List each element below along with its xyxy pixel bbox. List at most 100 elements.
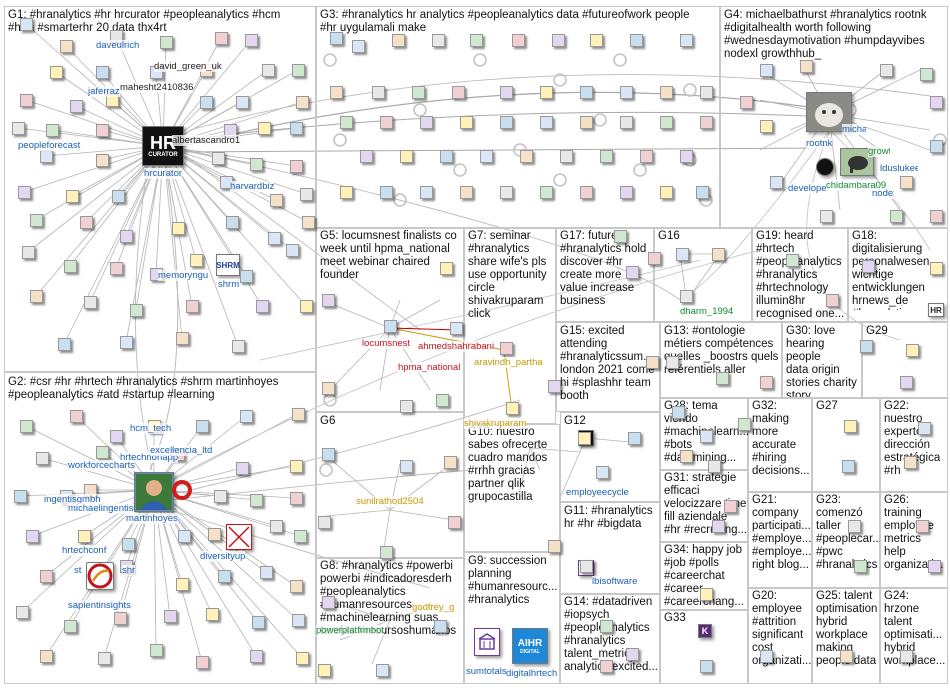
edge — [189, 74, 931, 131]
node-marker — [218, 570, 231, 583]
node-marker — [58, 338, 71, 351]
edge — [162, 145, 239, 347]
label-employeecycle: employeecycle — [566, 487, 629, 498]
node-marker — [500, 186, 513, 199]
developer-badge-icon — [816, 158, 834, 176]
self-loop — [683, 83, 697, 97]
node-marker — [270, 520, 283, 533]
person-photo-icon — [136, 474, 172, 510]
group-title-g15: G15: excited attending #hranalyticssum..… — [560, 325, 655, 402]
node-marker — [460, 186, 473, 199]
node-marker — [96, 66, 109, 79]
label-ahmedshahrabani: ahmedshahrabani — [418, 341, 495, 352]
edge — [162, 145, 307, 195]
node-marker — [250, 158, 263, 171]
node-marker — [330, 86, 343, 99]
node-marker — [120, 336, 133, 349]
node-marker — [930, 262, 943, 275]
node-marker — [208, 528, 221, 541]
node-marker — [30, 290, 43, 303]
node-marker — [18, 186, 31, 199]
edge — [679, 253, 687, 297]
edge — [35, 145, 164, 221]
edge — [325, 509, 391, 517]
node-marker — [860, 340, 873, 353]
group-box-g27 — [812, 398, 880, 492]
node-marker — [560, 150, 573, 163]
node-marker — [666, 356, 679, 369]
node-marker — [236, 96, 249, 109]
node-marker — [512, 34, 525, 47]
group-box-g15 — [556, 322, 660, 412]
label-growthhub: growthhub — [868, 146, 890, 157]
martinhoyes-avatar — [134, 472, 174, 512]
node-marker — [452, 86, 465, 99]
group-title-g12: G12 — [564, 415, 586, 427]
node-marker — [196, 420, 209, 433]
group-box-g22 — [880, 398, 948, 492]
node-marker — [716, 372, 729, 385]
node-marker — [110, 430, 123, 443]
node-marker — [164, 610, 177, 623]
group-box-g9 — [464, 552, 560, 684]
hr-small-logo: HR — [928, 303, 944, 317]
group-box-g25 — [812, 588, 880, 684]
node-marker — [70, 100, 83, 113]
aihr-logo-line1: AIHR — [517, 637, 543, 649]
edge — [389, 299, 441, 329]
node-marker — [190, 254, 203, 267]
group-box-g29 — [862, 322, 948, 398]
node-marker — [322, 382, 335, 395]
node-marker — [432, 34, 445, 47]
node-marker — [294, 530, 307, 543]
node-marker — [620, 86, 633, 99]
node-marker — [196, 656, 209, 669]
label-shivakruparam: shivakruparam — [464, 418, 527, 429]
node-marker — [500, 86, 513, 99]
label-lduslukee: lduslukee — [880, 163, 918, 174]
node-marker — [580, 116, 593, 129]
edge — [63, 145, 164, 345]
edge — [383, 509, 391, 549]
group-box-g19 — [752, 228, 848, 322]
label-sapientinsights: sapientinsights — [68, 600, 131, 611]
node-marker — [352, 40, 365, 53]
node-marker — [292, 408, 305, 421]
group-title-g16: G16 — [658, 230, 680, 242]
node-marker — [240, 270, 253, 283]
group-title-g25: G25: talent optimisation hybrid workplac… — [816, 590, 878, 667]
node-marker — [460, 116, 473, 129]
node-marker — [420, 116, 433, 129]
node-marker — [96, 154, 109, 167]
node-marker — [66, 190, 79, 203]
node-marker — [215, 32, 228, 45]
label-michaelingentis: michaelingentis — [68, 503, 134, 514]
label-daveulrich: daveulrich — [96, 40, 140, 51]
node-marker — [680, 150, 693, 163]
group-title-g19: G19: heard #hrtech #peopleanalytics #hra… — [756, 230, 845, 320]
node-marker — [540, 86, 553, 99]
node-marker — [372, 86, 385, 99]
node-marker — [40, 570, 53, 583]
node-marker — [380, 546, 393, 559]
node-marker — [548, 540, 561, 553]
group-title-g2: G2: #csr #hr #hrtech #hranalytics #shrm … — [8, 376, 279, 401]
node-marker — [300, 300, 313, 313]
shrm-logo: SHRM — [216, 254, 240, 276]
node-marker — [150, 644, 163, 657]
group-box-g31 — [660, 470, 748, 542]
node-marker — [600, 150, 613, 163]
label-hrtechconf: hrtechconf — [62, 545, 107, 556]
edge — [149, 129, 179, 471]
node-marker — [440, 262, 453, 275]
node-marker — [400, 400, 413, 413]
edge — [155, 145, 164, 275]
group-box-g21 — [748, 492, 812, 588]
red-ring-icon — [172, 480, 192, 500]
node-marker — [260, 566, 273, 579]
node-marker — [450, 322, 463, 335]
node-marker — [412, 86, 425, 99]
group-title-g32: G32: making more accurate #hiring decisi… — [752, 400, 810, 477]
label-excellencia-ltd: excellencia_ltd — [150, 445, 213, 456]
group-title-g30: G30: love hearing people data origin sto… — [786, 325, 857, 397]
